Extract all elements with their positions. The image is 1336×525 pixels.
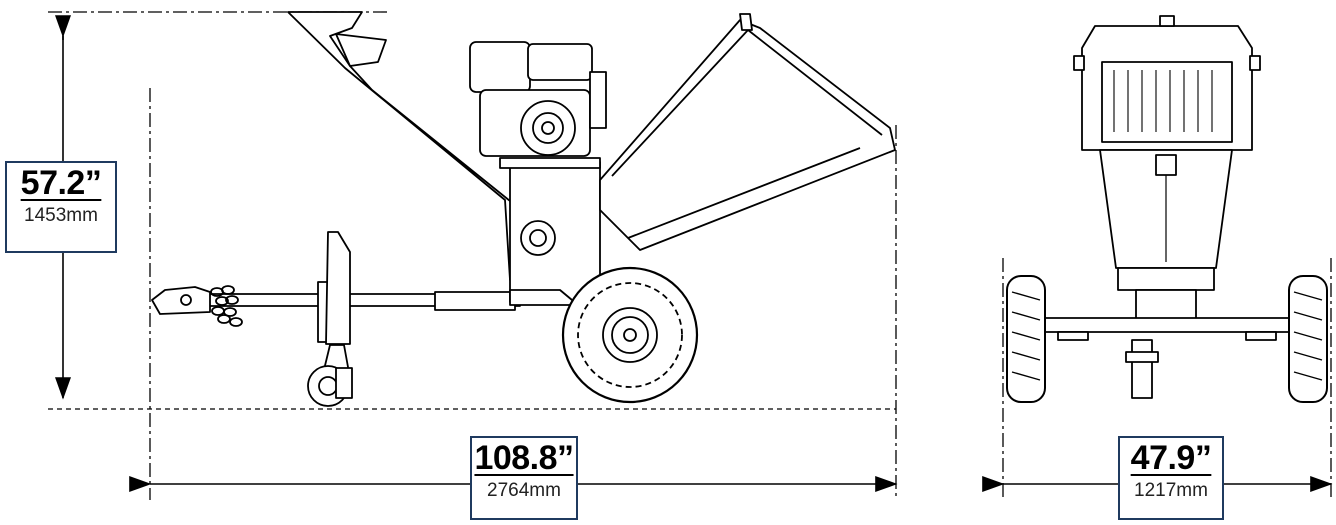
length-metric-value: 2764mm [487,480,561,501]
front-axle [1041,317,1293,333]
main-wheel [561,266,699,404]
discharge-chute [287,11,516,281]
side-view-machine [151,11,896,407]
width-dimension-label: 47.9” 1217mm [1118,436,1224,520]
height-metric-value: 1453mm [24,205,98,226]
engine [469,41,607,157]
feed-hopper [599,19,896,251]
front-view-machine [1006,15,1328,403]
length-dimension-label: 108.8” 2764mm [470,436,578,520]
length-imperial-value: 108.8” [474,439,574,477]
height-imperial-value: 57.2” [20,164,102,202]
safety-chain [210,285,243,327]
front-left-tyre [1006,275,1046,403]
width-imperial-value: 47.9” [1130,439,1212,477]
width-metric-value: 1217mm [1134,480,1208,501]
front-right-tyre [1288,275,1328,403]
height-dimension-label: 57.2” 1453mm [5,161,117,253]
